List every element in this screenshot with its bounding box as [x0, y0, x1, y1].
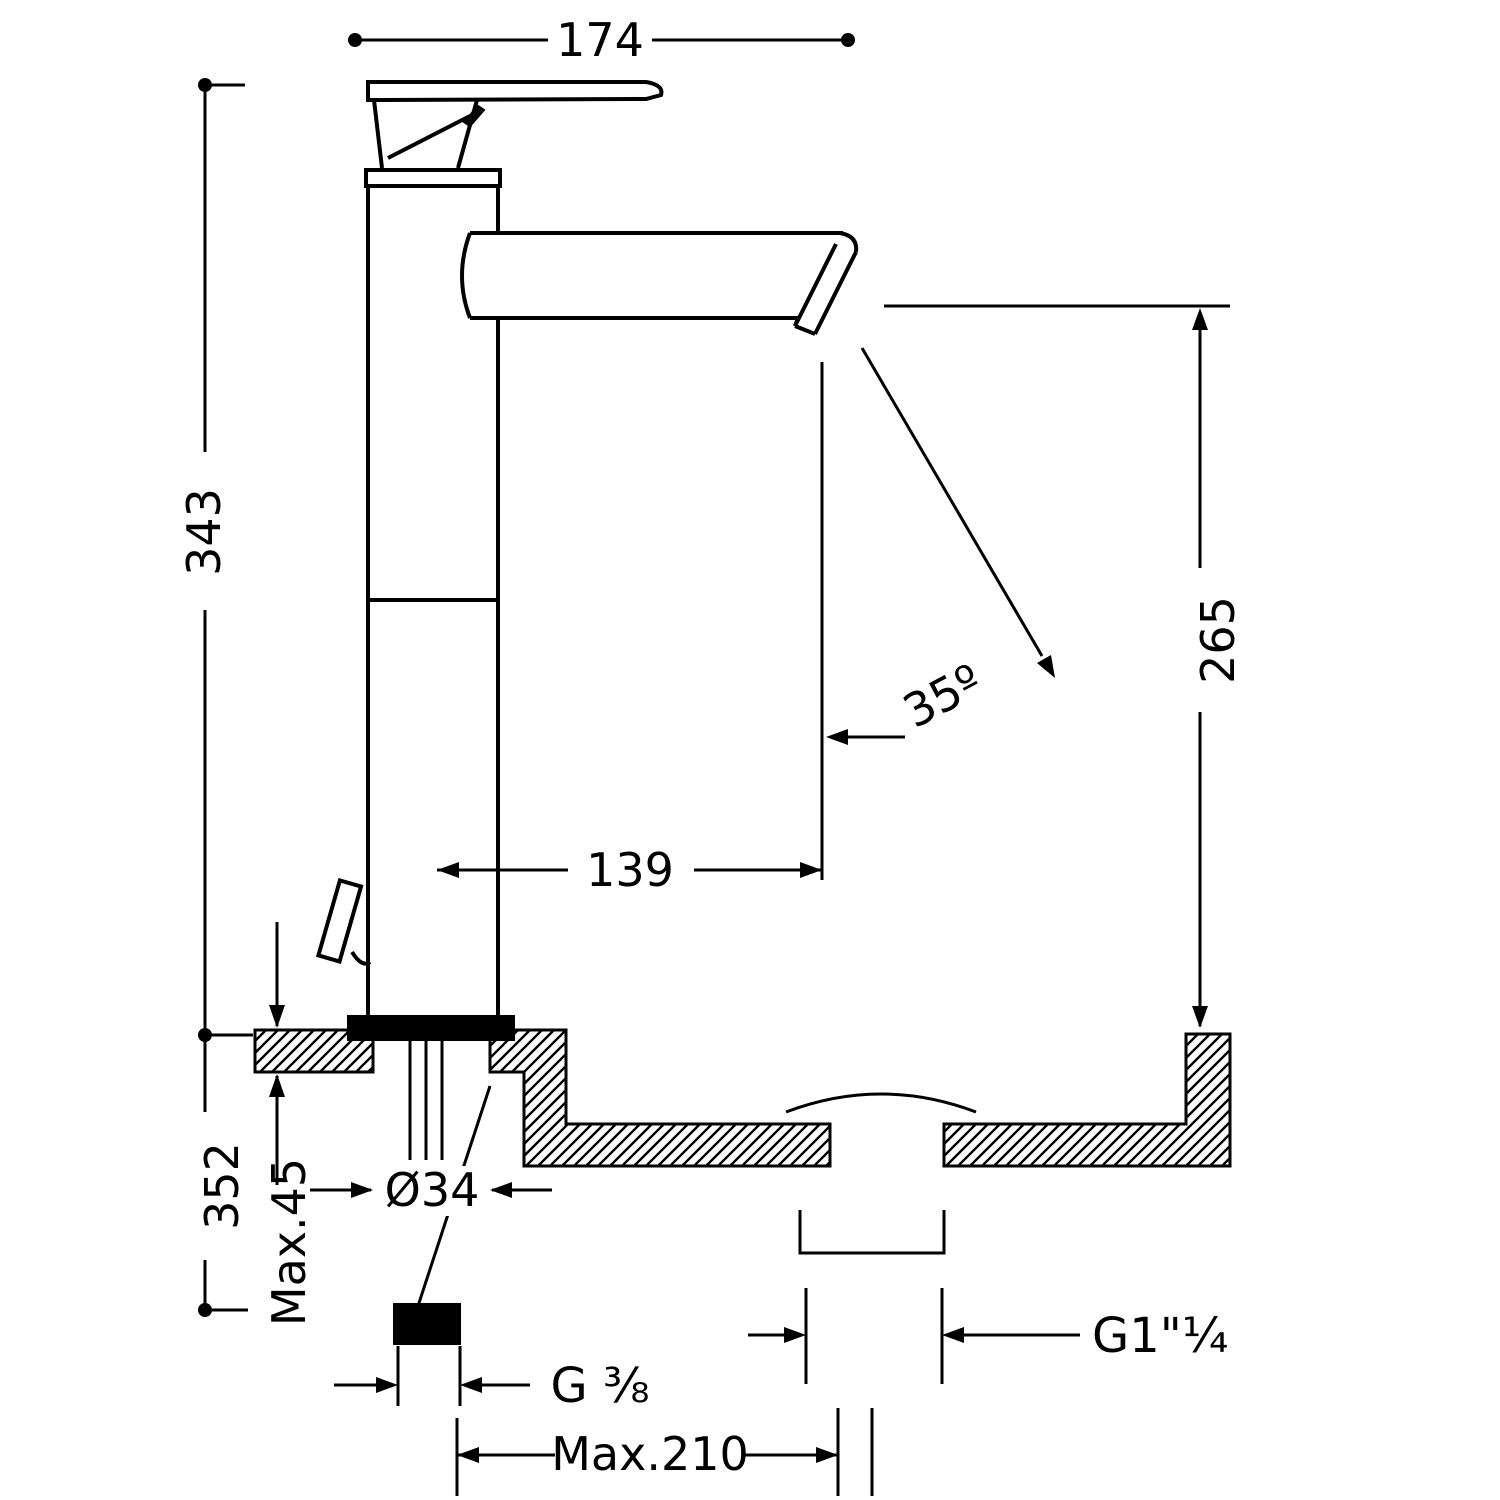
dim-label-supply-thread: G ⅜ — [551, 1358, 650, 1414]
dim-hole-diameter: Ø34 — [310, 1163, 552, 1217]
dim-label-spout-angle: 35º — [894, 653, 990, 738]
dim-under-counter-depth: 352 — [195, 1035, 250, 1317]
handle-lever — [366, 80, 664, 103]
dim-label-max-centres: Max.210 — [551, 1427, 749, 1481]
dim-label-body-height: 343 — [177, 488, 231, 576]
arrow-down-icon — [269, 1005, 285, 1028]
dim-drain-thread: G1"¼ — [748, 1308, 1228, 1364]
arrow-down-icon — [1192, 1006, 1208, 1028]
arrow-up-icon — [1192, 308, 1208, 330]
spout-root-arc — [460, 232, 472, 319]
dim-label-hole-diameter: Ø34 — [385, 1163, 480, 1217]
dim-overall-width: 174 — [348, 13, 855, 67]
dim-counter-thickness: Max.45 — [262, 922, 316, 1326]
base-plate — [347, 1015, 515, 1041]
arrow-right-icon — [784, 1327, 806, 1343]
handle-detail-line — [387, 114, 471, 160]
dim-spout-reach: 139 — [437, 362, 824, 897]
dim-spout-angle: 35º — [826, 347, 1055, 745]
arrow-left-icon — [490, 1182, 512, 1198]
arrow-left-icon — [437, 862, 459, 878]
body-cap — [364, 168, 502, 188]
arrow-right-icon — [376, 1377, 398, 1393]
arrow-up-icon — [269, 1074, 285, 1097]
spout-tip-face — [813, 251, 858, 335]
dim-label-spout-height: 265 — [1191, 596, 1245, 684]
arrow-left-icon — [460, 1377, 482, 1393]
dim-label-overall-width: 174 — [556, 13, 644, 67]
dim-spout-height: 265 — [884, 304, 1248, 1028]
fixing-nut — [393, 1303, 461, 1345]
dim-body-height: 343 — [177, 78, 253, 1042]
dim-label-under-counter-depth: 352 — [195, 1142, 249, 1230]
angle-leader-line — [860, 347, 1044, 657]
arrow-right-icon — [800, 862, 822, 878]
dim-supply-thread: G ⅜ — [334, 1346, 649, 1414]
dim-label-spout-reach: 139 — [586, 843, 674, 897]
arrow-left-icon — [457, 1447, 479, 1463]
basin-floor-arc — [785, 1092, 977, 1114]
arrow-left-icon — [826, 729, 848, 745]
drain-outline — [798, 1210, 946, 1255]
counter-slab-right — [942, 1032, 1232, 1168]
arrow-left-icon — [942, 1327, 964, 1343]
counter-slab-middle — [488, 1028, 832, 1168]
arrow-diagonal-icon — [1037, 655, 1055, 678]
arrow-right-icon — [351, 1182, 373, 1198]
faucet-outline — [315, 80, 859, 1345]
temperature-indicator — [462, 104, 486, 128]
dim-label-counter-thickness: Max.45 — [262, 1158, 316, 1326]
popup-waste-lever — [315, 877, 364, 964]
dim-label-drain-thread: G1"¼ — [1092, 1308, 1228, 1364]
arrow-right-icon — [816, 1447, 838, 1463]
dim-max-centres: Max.210 — [455, 1408, 874, 1496]
aerator-line — [793, 243, 838, 327]
